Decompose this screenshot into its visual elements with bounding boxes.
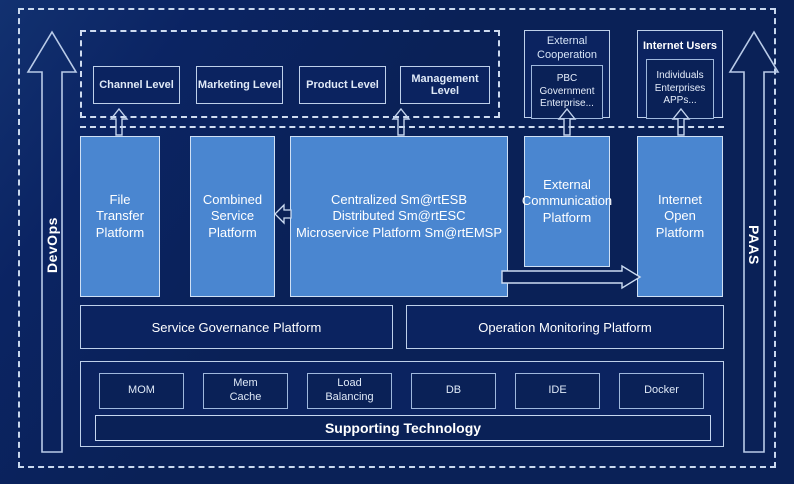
devops-label: DevOps: [44, 217, 60, 273]
up-arrow-external-cooperation: [557, 107, 577, 136]
internet-users-inner: Individuals Enterprises APPs...: [646, 59, 714, 119]
platform-line: Platform: [542, 209, 592, 225]
tech-box-load-balancing[interactable]: Load Balancing: [307, 373, 392, 409]
operation-monitoring-platform[interactable]: Operation Monitoring Platform: [406, 305, 724, 349]
up-arrow-internet-users: [671, 107, 691, 136]
paas-label: PAAS: [746, 225, 762, 265]
platform-line: Platform: [655, 224, 705, 240]
level-box-channel[interactable]: Channel Level: [93, 66, 180, 104]
platform-band-dashed-top: [80, 126, 724, 128]
right-arrow-core-to-internet-open: [501, 264, 642, 292]
service-governance-platform[interactable]: Service Governance Platform: [80, 305, 393, 349]
paas-arrow: PAAS: [728, 30, 780, 454]
platform-line: Distributed Sm@rtESC: [332, 208, 466, 224]
platform-line: Centralized Sm@rtESB: [330, 192, 468, 208]
platform-line: Internet: [657, 192, 703, 208]
internet-users-box[interactable]: Internet Users Individuals Enterprises A…: [637, 30, 723, 119]
platform-internet-open[interactable]: Internet Open Platform: [637, 136, 723, 297]
internet-users-title: Internet Users: [643, 40, 717, 52]
platform-line: File: [109, 192, 131, 208]
level-box-marketing[interactable]: Marketing Level: [196, 66, 283, 104]
level-box-product[interactable]: Product Level: [299, 66, 386, 104]
platform-core-esb[interactable]: Centralized Sm@rtESB Distributed Sm@rtES…: [290, 136, 508, 297]
platform-line: Microservice Platform Sm@rtEMSP: [295, 224, 503, 240]
devops-arrow: DevOps: [26, 30, 78, 454]
tech-box-ide[interactable]: IDE: [515, 373, 600, 409]
platform-line: Open: [664, 208, 696, 224]
platform-combined-service[interactable]: Combined Service Platform: [190, 136, 275, 297]
external-cooperation-title: External Cooperation: [537, 35, 597, 61]
level-box-management[interactable]: Management Level: [400, 66, 490, 104]
left-arrow-core-to-combined: [274, 203, 292, 225]
platform-line: Transfer: [96, 208, 144, 224]
supporting-technology-banner: Supporting Technology: [95, 415, 711, 441]
platform-line: Combined: [202, 192, 263, 208]
up-arrow-channel: [109, 107, 129, 136]
platform-line: Platform: [95, 224, 145, 240]
platform-line: Communication: [521, 193, 613, 209]
up-arrow-product: [391, 107, 411, 136]
platform-file-transfer[interactable]: File Transfer Platform: [80, 136, 160, 297]
platform-external-communication[interactable]: External Communication Platform: [521, 136, 613, 267]
platform-line: External: [543, 177, 591, 193]
tech-box-db[interactable]: DB: [411, 373, 496, 409]
platform-line: Service: [210, 208, 255, 224]
technology-group-frame: MOM Mem Cache Load Balancing DB IDE Dock…: [80, 361, 724, 447]
outer-dashed-frame: [18, 8, 776, 468]
tech-box-docker[interactable]: Docker: [619, 373, 704, 409]
levels-group-frame: [80, 30, 500, 118]
platform-line: Platform: [208, 224, 257, 240]
tech-box-mom[interactable]: MOM: [99, 373, 184, 409]
tech-box-mem-cache[interactable]: Mem Cache: [203, 373, 288, 409]
external-cooperation-box[interactable]: External Cooperation PBC Government Ente…: [524, 30, 610, 119]
